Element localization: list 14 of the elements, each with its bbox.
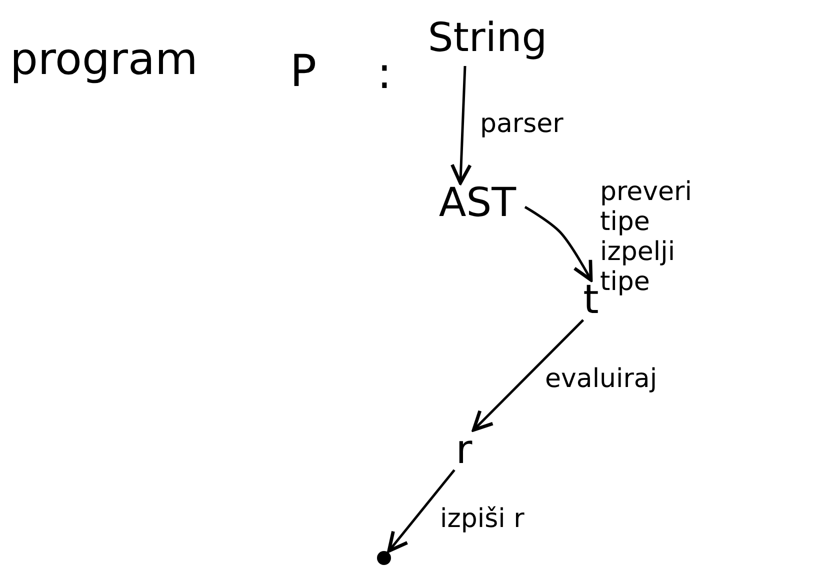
arrow <box>387 469 456 553</box>
arrow <box>450 66 472 185</box>
arrow <box>524 206 593 282</box>
label: program <box>10 38 198 82</box>
edge-label: parser <box>480 110 564 140</box>
node-label: AST <box>430 183 525 223</box>
node-label: r <box>452 430 476 470</box>
arrow <box>472 319 584 432</box>
label: : <box>377 52 392 96</box>
label: P <box>290 50 317 94</box>
node-label: String <box>425 18 550 66</box>
edge-label: evaluiraj <box>545 365 658 395</box>
edge-label: izpiši r <box>440 505 526 535</box>
circle-node <box>377 551 391 565</box>
